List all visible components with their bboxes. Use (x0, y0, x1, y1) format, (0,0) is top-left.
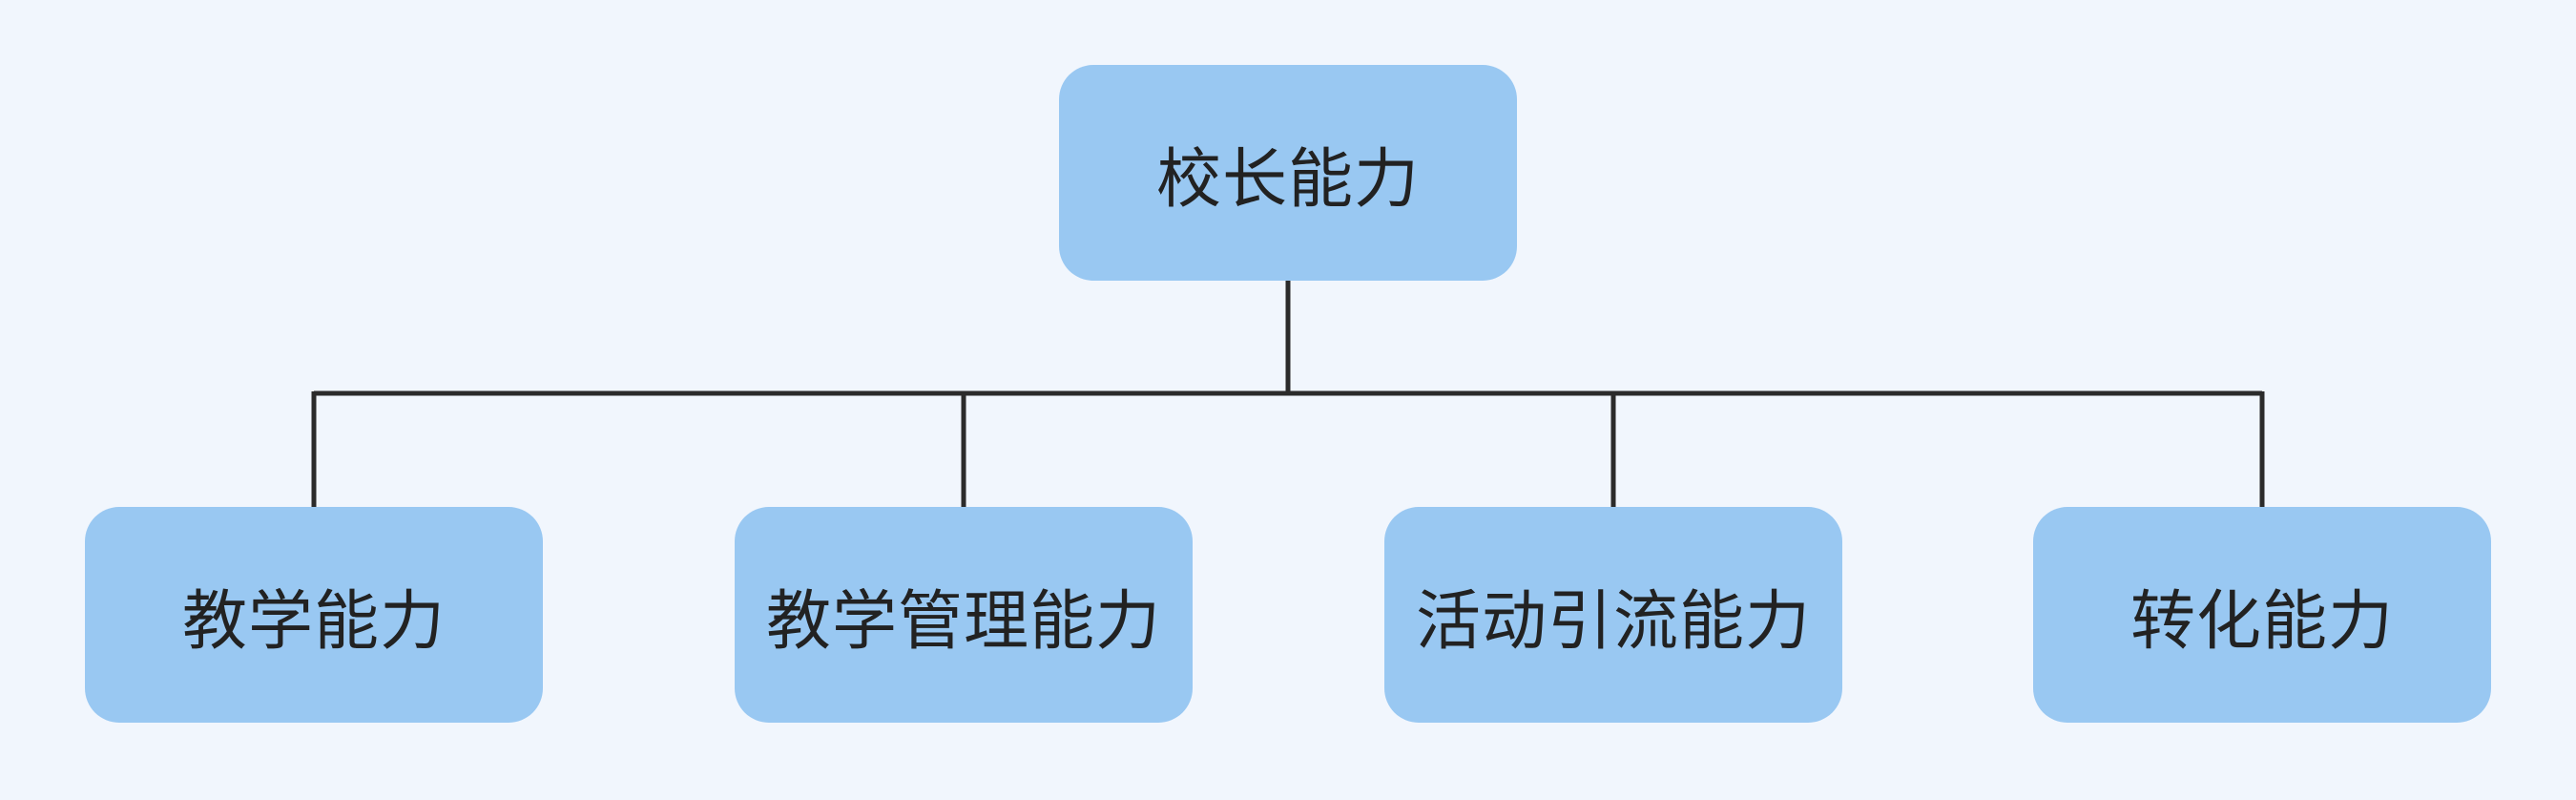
root-node-label: 校长能力 (1155, 141, 1420, 218)
child-node-label: 教学能力 (181, 583, 446, 660)
child-node-label: 教学管理能力 (765, 583, 1161, 660)
root-node[interactable]: 校长能力 (1059, 65, 1517, 281)
child-node-label: 转化能力 (2129, 583, 2394, 660)
child-node-activity-traffic[interactable]: 活动引流能力 (1384, 507, 1842, 723)
child-node-conversion[interactable]: 转化能力 (2033, 507, 2491, 723)
child-node-label: 活动引流能力 (1415, 583, 1811, 660)
child-node-teaching[interactable]: 教学能力 (85, 507, 543, 723)
child-node-teaching-management[interactable]: 教学管理能力 (735, 507, 1193, 723)
